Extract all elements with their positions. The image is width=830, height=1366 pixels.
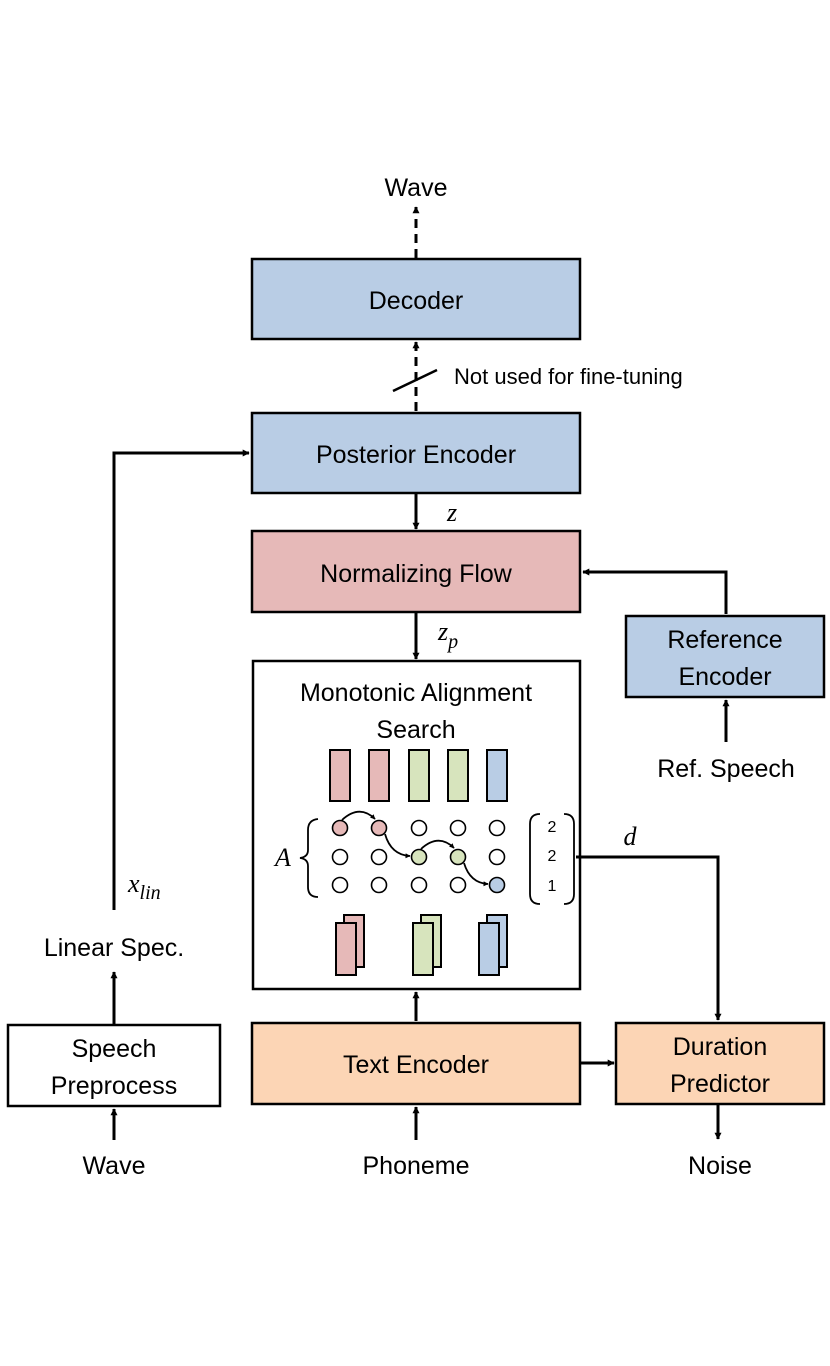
alignment-cell-active (410, 848, 428, 866)
alignment-cell (488, 848, 506, 866)
alignment-path-arrow (341, 810, 376, 821)
linear-spec-to-posterior-arrow (112, 449, 250, 910)
alignment-cell (331, 876, 349, 894)
alignment-matrix-symbol: A (273, 843, 291, 872)
duration-value-3: 1 (548, 878, 557, 895)
duration-predictor-label-2: Predictor (670, 1070, 770, 1098)
reference-to-flow-arrow (582, 568, 728, 614)
alignment-cell-active (331, 819, 349, 837)
alignment-cell (370, 848, 388, 866)
not-used-note: Not used for fine-tuning (454, 364, 683, 389)
noise-label: Noise (688, 1152, 752, 1180)
normalizing-flow-label: Normalizing Flow (320, 560, 513, 588)
mas-label-1: Monotonic Alignment (300, 679, 532, 707)
alignment-cell (488, 819, 506, 837)
reference-encoder-box (624, 614, 826, 699)
mas-label-2: Search (376, 716, 455, 744)
linear-spec-label: Linear Spec. (44, 934, 184, 962)
phoneme-label: Phoneme (362, 1152, 469, 1180)
matrix-left-brace (299, 818, 319, 898)
alignment-path-arrow (463, 862, 489, 887)
normalizing-flow-box (250, 529, 582, 614)
speech-preprocess-label-1: Speech (72, 1035, 157, 1063)
duration-vector-left-bracket (529, 813, 541, 905)
reference-encoder-label-2: Encoder (678, 663, 771, 691)
alignment-path-arrow (420, 839, 455, 850)
duration-predictor-box (614, 1021, 826, 1106)
xlin-label: xlin (127, 869, 161, 904)
alignment-cell (331, 848, 349, 866)
latent-bar (486, 749, 508, 802)
text-stack-front (478, 922, 500, 976)
mas-text-stacks (335, 914, 508, 976)
alignment-cell-active (370, 819, 388, 837)
duration-to-predictor-arrow (576, 855, 722, 1021)
latent-bar (447, 749, 469, 802)
text-stack-front (335, 922, 357, 976)
z-label: z (446, 498, 457, 527)
latent-bar (368, 749, 390, 802)
mas-latent-bars (329, 749, 508, 802)
reference-encoder-label-1: Reference (667, 626, 782, 654)
wave-input-label: Wave (83, 1152, 146, 1180)
ref-speech-label: Ref. Speech (657, 755, 795, 783)
posterior-encoder-label: Posterior Encoder (316, 441, 516, 469)
zp-label: zp (437, 617, 458, 653)
alignment-path-arrows (341, 810, 489, 887)
d-label: d (624, 822, 638, 851)
duration-vector-right-bracket (563, 813, 575, 905)
latent-bar (329, 749, 351, 802)
speech-preprocess-box (6, 1023, 222, 1108)
alignment-cell-active (488, 876, 506, 894)
decoder-box (250, 257, 582, 341)
stop-gradient-slash (392, 368, 438, 393)
alignment-cell (370, 876, 388, 894)
latent-bar (408, 749, 430, 802)
alignment-matrix (331, 819, 506, 894)
alignment-path-arrow (384, 833, 411, 859)
text-encoder-label: Text Encoder (343, 1051, 489, 1079)
alignment-cell (410, 819, 428, 837)
duration-predictor-label-1: Duration (673, 1033, 768, 1061)
alignment-cell (410, 876, 428, 894)
alignment-cell-active (449, 848, 467, 866)
decoder-label: Decoder (369, 287, 464, 315)
alignment-cell (449, 819, 467, 837)
duration-value-1: 2 (548, 819, 557, 836)
posterior-encoder-box (250, 411, 582, 495)
speech-preprocess-label-2: Preprocess (51, 1072, 177, 1100)
wave-output-label: Wave (385, 174, 448, 202)
text-stack-front (412, 922, 434, 976)
alignment-cell (449, 876, 467, 894)
text-encoder-box (250, 1021, 582, 1106)
duration-value-2: 2 (548, 848, 557, 865)
